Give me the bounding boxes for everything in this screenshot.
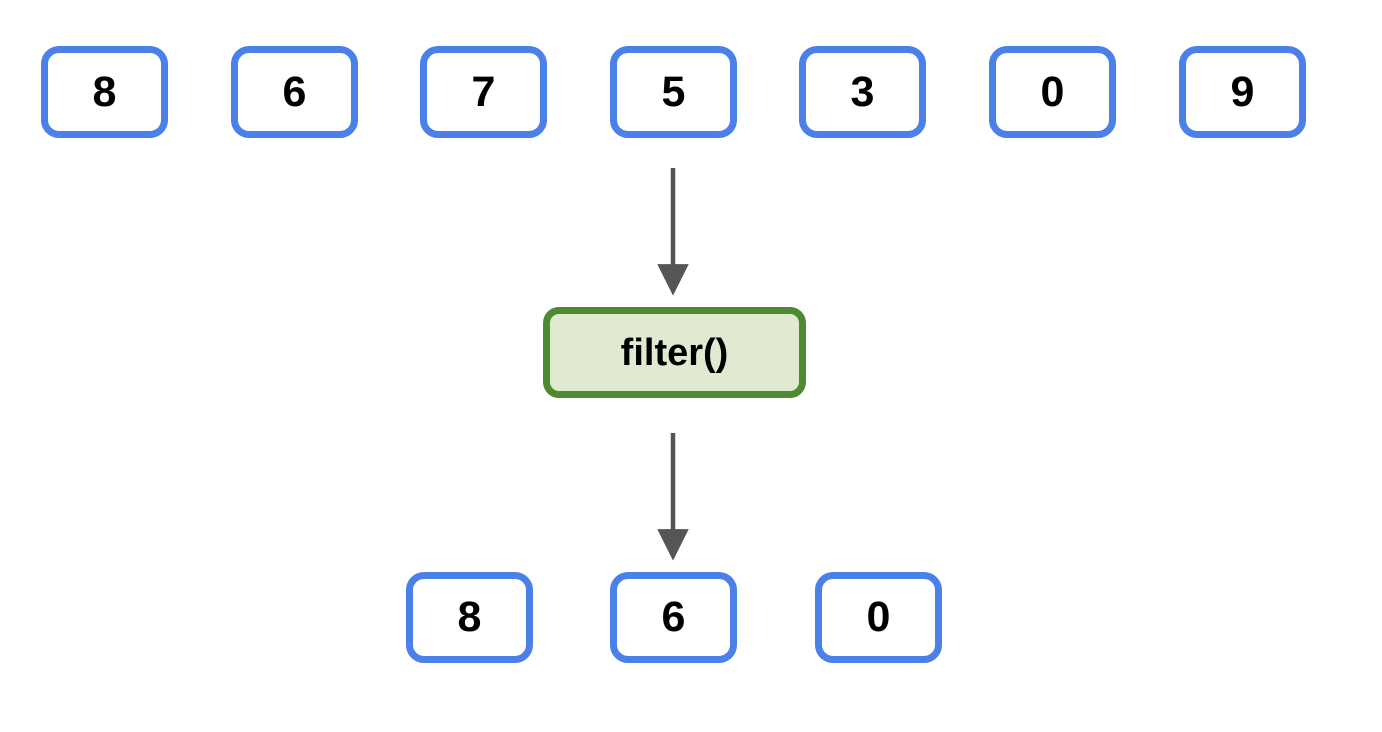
input-cell-3[interactable]: 5 — [610, 46, 737, 138]
input-cell-1[interactable]: 6 — [231, 46, 358, 138]
input-cell-2[interactable]: 7 — [420, 46, 547, 138]
filter-operation-node[interactable]: filter() — [543, 307, 806, 398]
input-cell-4[interactable]: 3 — [799, 46, 926, 138]
output-cell-2[interactable]: 0 — [815, 572, 942, 663]
input-cell-0[interactable]: 8 — [41, 46, 168, 138]
input-cell-6[interactable]: 9 — [1179, 46, 1306, 138]
output-cell-1[interactable]: 6 — [610, 572, 737, 663]
input-cell-5[interactable]: 0 — [989, 46, 1116, 138]
output-cell-0[interactable]: 8 — [406, 572, 533, 663]
